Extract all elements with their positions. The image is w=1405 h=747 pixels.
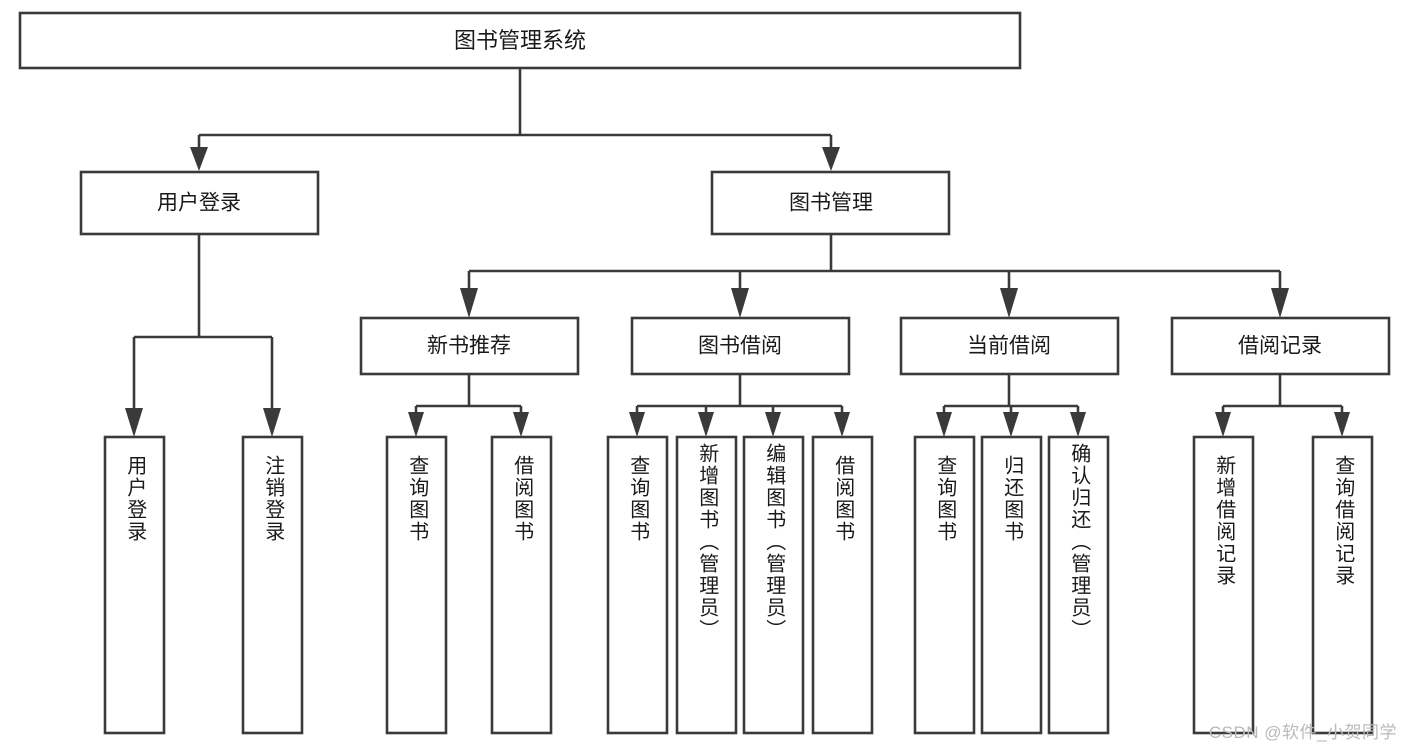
node-book-management[interactable]: 图书管理 [710,170,951,236]
leaf-box-borrow-book[interactable] [811,435,874,735]
node-root-box[interactable] [18,11,1022,70]
arrow-icon-root-bookmgmt [822,147,840,171]
leaf-box-query-book-current[interactable] [913,435,976,735]
arrow-icon-bookmgmt-l3-4 [1271,288,1289,318]
node-book-management-box[interactable] [710,170,951,236]
node-book-borrow[interactable]: 图书借阅 [630,316,851,376]
arrow-icon-currentborrow-leaf3 [1070,412,1086,437]
node-borrow-record-box[interactable] [1170,316,1391,376]
arrow-icon-bookmgmt-l3-1 [460,288,478,318]
node-user-login-box[interactable] [79,170,320,236]
node-root[interactable]: 图书管理系统 [18,11,1022,70]
node-new-book-recommend-box[interactable] [359,316,580,376]
node-book-management-label: 图书管理 [789,192,873,215]
arrow-icon-borrowrecord-leaf1 [1215,412,1231,437]
node-root-label: 图书管理系统 [454,28,586,53]
arrow-icon-newbook-leaf1 [408,412,424,437]
arrow-icon-bookmgmt-l3-2 [731,288,749,318]
node-borrow-record[interactable]: 借阅记录 [1170,316,1391,376]
watermark-text: CSDN @软件_小贺同学 [1208,723,1397,742]
arrowhead-group [125,147,1350,437]
node-current-borrow-box[interactable] [899,316,1120,376]
node-book-borrow-label: 图书借阅 [698,335,782,358]
node-current-borrow-label: 当前借阅 [967,335,1051,358]
node-new-book-recommend[interactable]: 新书推荐 [359,316,580,376]
arrow-icon-borrowrecord-leaf2 [1334,412,1350,437]
arrow-icon-bookborrow-leaf2 [698,412,714,437]
leaf-box-return-book[interactable] [980,435,1043,735]
leaf-box-query-borrow-record[interactable] [1311,435,1374,735]
leaf-box-query-book-recommend[interactable] [385,435,448,735]
arrow-icon-bookborrow-leaf4 [834,412,850,437]
leaf-box-borrow-book-recommend[interactable] [490,435,553,735]
arrow-icon-userlogin-leaf2 [263,408,281,437]
leaf-box-add-borrow-record[interactable] [1192,435,1255,735]
node-borrow-record-label: 借阅记录 [1238,335,1322,358]
arrow-icon-newbook-leaf2 [513,412,529,437]
node-current-borrow[interactable]: 当前借阅 [899,316,1120,376]
arrow-icon-userlogin-leaf1 [125,408,143,437]
leaf-box-add-book-admin[interactable] [675,435,738,735]
leaf-box-confirm-return-admin[interactable] [1047,435,1110,735]
node-book-borrow-box[interactable] [630,316,851,376]
arrow-icon-bookborrow-leaf3 [765,412,781,437]
leaf-box-edit-book-admin[interactable] [742,435,805,735]
node-user-login[interactable]: 用户登录 [79,170,320,236]
arrow-icon-currentborrow-leaf1 [936,412,952,437]
arrow-icon-root-userlogin [190,147,208,171]
arrow-icon-bookmgmt-l3-3 [1000,288,1018,318]
arrow-icon-bookborrow-leaf1 [629,412,645,437]
leaf-box-group [103,435,1374,735]
node-user-login-label: 用户登录 [157,192,241,215]
leaf-box-logout[interactable] [241,435,304,735]
leaf-box-user-login[interactable] [103,435,166,735]
leaf-box-query-book-borrow[interactable] [606,435,669,735]
arrow-icon-currentborrow-leaf2 [1003,412,1019,437]
node-new-book-recommend-label: 新书推荐 [427,335,511,358]
